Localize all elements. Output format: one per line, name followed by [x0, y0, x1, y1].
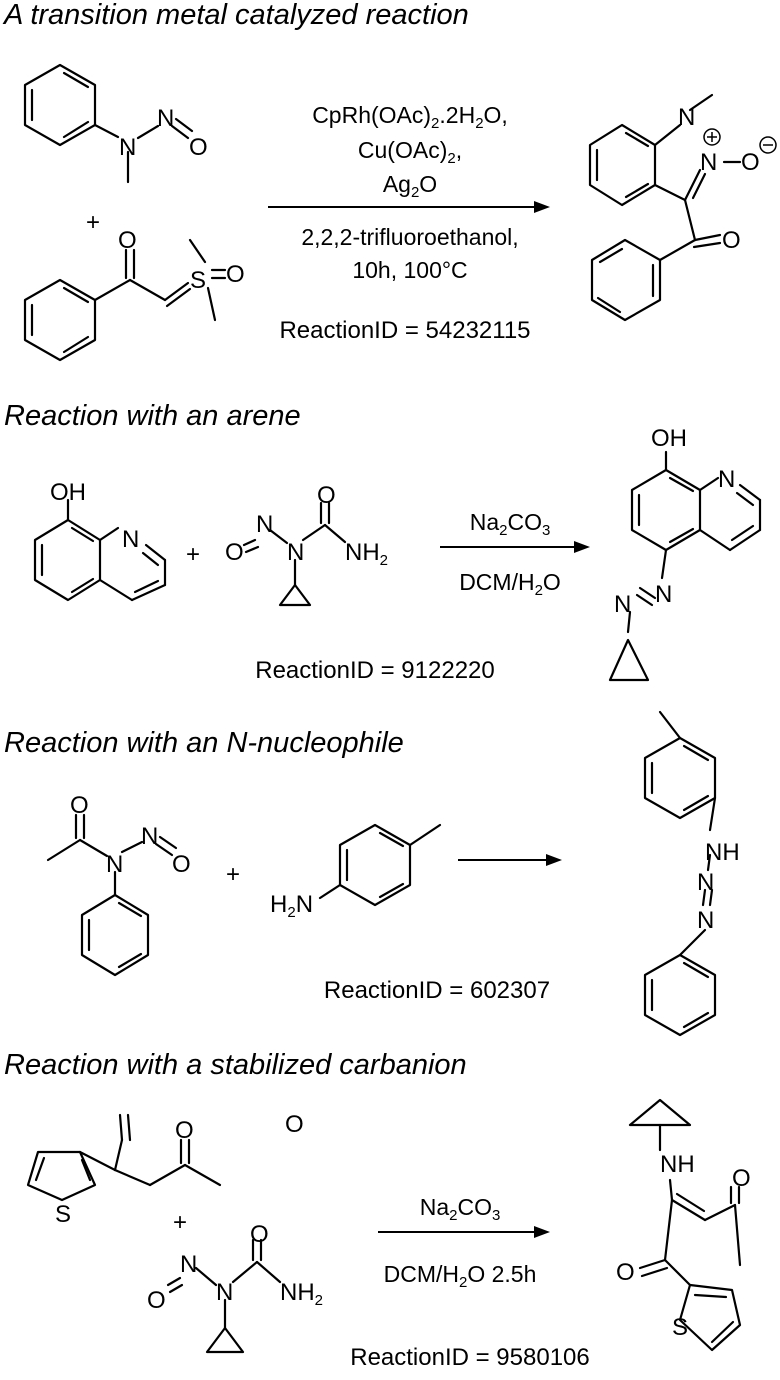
atom-n: N	[157, 105, 174, 132]
reactant-thiophene-ketone: S O	[26, 1113, 222, 1228]
atom-nh2: NH2	[345, 539, 388, 569]
atom-o: O	[250, 1221, 269, 1248]
atom-n: N	[697, 869, 714, 896]
product-triazene: NH N N	[643, 710, 740, 1037]
reactant-8-hydroxyquinoline: OH N	[33, 479, 167, 602]
section-2-heading: Reaction with an arene	[4, 400, 301, 432]
condition-text: CpRh(OAc)2.2H2O,	[312, 102, 508, 132]
atom-s: S	[672, 1314, 688, 1341]
product-indazole-n-oxide: N N O O	[588, 93, 777, 322]
atom-o: O	[732, 1165, 751, 1192]
plus-sign: +	[86, 209, 100, 236]
atom-s: S	[55, 1201, 71, 1228]
section-4-heading: Reaction with a stabilized carbanion	[4, 1049, 467, 1081]
atom-n: N	[256, 511, 273, 538]
negative-charge-icon	[759, 136, 777, 154]
reaction-id-1: ReactionID = 54232115	[279, 317, 530, 344]
plus-sign: +	[226, 861, 240, 888]
product-enaminone: NH O O S	[616, 1098, 751, 1352]
reaction-id-2: ReactionID = 9122220	[255, 657, 495, 684]
reactant-n-methyl-n-nitrosoaniline: N N O	[23, 63, 208, 184]
atom-n: N	[700, 149, 717, 176]
conditions-2: Na2CO3 DCM/H2O	[440, 509, 590, 599]
plus-sign: +	[186, 541, 200, 568]
condition-text: Cu(OAc)2,	[358, 137, 462, 167]
condition-text: Ag2O	[383, 171, 437, 201]
atom-nh: NH	[660, 1151, 695, 1178]
atom-n: N	[216, 1279, 233, 1306]
section-1-heading: A transition metal catalyzed reaction	[2, 0, 469, 31]
atom-nh: NH	[705, 839, 740, 866]
reactant-nitroso-cyclopropylurea: O N N O NH2	[147, 1221, 323, 1354]
atom-o: O	[741, 149, 760, 176]
conditions-1: CpRh(OAc)2.2H2O, Cu(OAc)2, Ag2O 2,2,2-tr…	[268, 102, 550, 283]
atom-n: N	[119, 134, 136, 161]
reactant-p-toluidine: H2N	[270, 823, 442, 921]
reaction-id-3: ReactionID = 602307	[324, 977, 550, 1004]
atom-s: S	[190, 267, 206, 294]
atom-o: O	[225, 539, 244, 566]
condition-text: Na2CO3	[420, 1194, 501, 1224]
atom-n: N	[122, 526, 139, 553]
reactant-sulfoxonium-ylide: O S O	[23, 227, 245, 362]
atom-n: N	[141, 823, 158, 850]
condition-text: 2,2,2-trifluoroethanol,	[301, 224, 518, 250]
atom-n: N	[718, 466, 735, 493]
conditions-3	[458, 854, 562, 866]
reactant-n-nitroso-acetanilide: O N N O	[46, 792, 191, 977]
atom-o: O	[189, 134, 208, 161]
section-3-heading: Reaction with an N-nucleophile	[4, 727, 404, 759]
atom-oh: OH	[651, 425, 687, 452]
atom-n: N	[106, 851, 123, 878]
atom-n: N	[697, 907, 714, 934]
atom-o: O	[70, 792, 89, 819]
atom-o: O	[147, 1287, 166, 1314]
condition-text: DCM/H2O 2.5h	[384, 1261, 537, 1291]
atom-n: N	[678, 104, 695, 131]
reaction-id-4: ReactionID = 9580106	[350, 1344, 590, 1371]
condition-text: DCM/H2O	[459, 569, 561, 599]
condition-text: Na2CO3	[470, 509, 551, 539]
atom-n: N	[614, 591, 631, 618]
reactant-nitroso-cyclopropylurea: O N N O NH2	[225, 482, 388, 607]
condition-text: 10h, 100°C	[352, 257, 467, 283]
atom-o: O	[317, 482, 336, 509]
atom-nh2: NH2	[280, 1279, 323, 1309]
atom-o: O	[722, 227, 741, 254]
atom-o: O	[172, 851, 191, 878]
conditions-4: Na2CO3 DCM/H2O 2.5h	[378, 1194, 550, 1291]
product-azo-quinolinol: OH N N N	[608, 425, 762, 682]
atom-o: O	[616, 1259, 635, 1286]
atom-o: O	[226, 261, 245, 288]
atom-o: O	[175, 1117, 194, 1144]
stray-atom-o: O	[285, 1111, 304, 1138]
plus-sign: +	[173, 1209, 187, 1236]
atom-h2n: H2N	[270, 891, 313, 921]
atom-n: N	[287, 539, 304, 566]
atom-o: O	[118, 227, 137, 254]
atom-n: N	[655, 581, 672, 608]
atom-n: N	[180, 1251, 197, 1278]
atom-oh: OH	[50, 479, 86, 506]
positive-charge-icon	[703, 128, 721, 146]
